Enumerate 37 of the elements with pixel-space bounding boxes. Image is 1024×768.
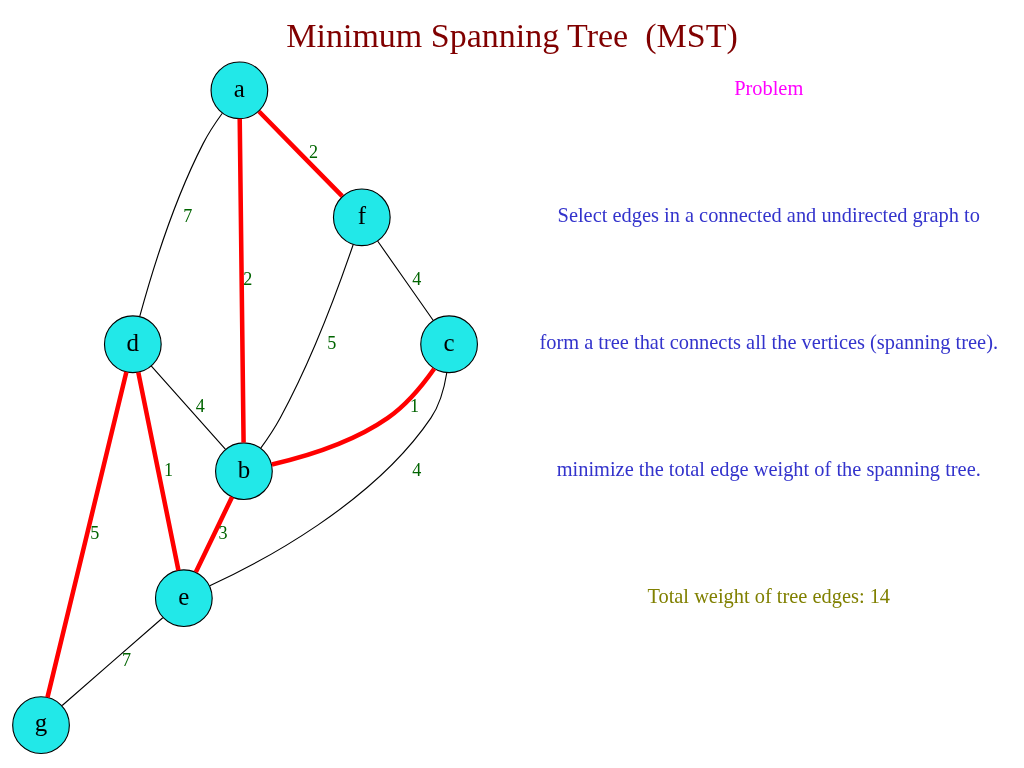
edge-label: 7: [183, 205, 193, 226]
edge-label: 3: [218, 522, 228, 543]
label: Problem: [734, 76, 804, 99]
connector: [61, 616, 164, 706]
connector: [237, 118, 246, 443]
edge-label: 7: [122, 649, 132, 670]
connector: [193, 495, 235, 573]
connector: [150, 364, 227, 450]
edge-label: 5: [90, 522, 100, 543]
node-circle: b: [215, 441, 273, 500]
edge-label: 5: [327, 332, 337, 353]
label: form a tree that connects all the vertices (spanning tree).: [539, 330, 999, 353]
connector: [257, 109, 344, 198]
edge-label: 2: [309, 141, 319, 162]
edge-label: 1: [164, 459, 174, 480]
edge-label: 4: [412, 459, 422, 480]
label: Select edges in a connected and undirected graph to: [557, 203, 980, 226]
edge-label: 4: [412, 268, 422, 289]
node-circle: c: [420, 314, 478, 373]
node-circle: a: [210, 60, 269, 119]
label: Total weight of tree edges: 14: [647, 584, 891, 607]
node-circle: e: [154, 568, 213, 627]
label: minimize the total edge weight of the spanning tree.: [556, 457, 981, 480]
edge-label: 4: [195, 395, 205, 416]
connector: [260, 243, 354, 448]
node-circle: d: [103, 314, 162, 373]
diagram-title: Minimum Spanning Tree (MST): [286, 16, 738, 54]
connector: [136, 371, 181, 571]
connector: [377, 239, 434, 321]
connector: [209, 371, 448, 586]
connector: [271, 366, 437, 467]
edge-label: 1: [409, 395, 420, 416]
edge-label: 2: [243, 268, 253, 289]
connector: [45, 371, 129, 698]
connector: [139, 112, 223, 317]
node-circle: f: [332, 187, 391, 246]
node-circle: g: [12, 695, 70, 754]
